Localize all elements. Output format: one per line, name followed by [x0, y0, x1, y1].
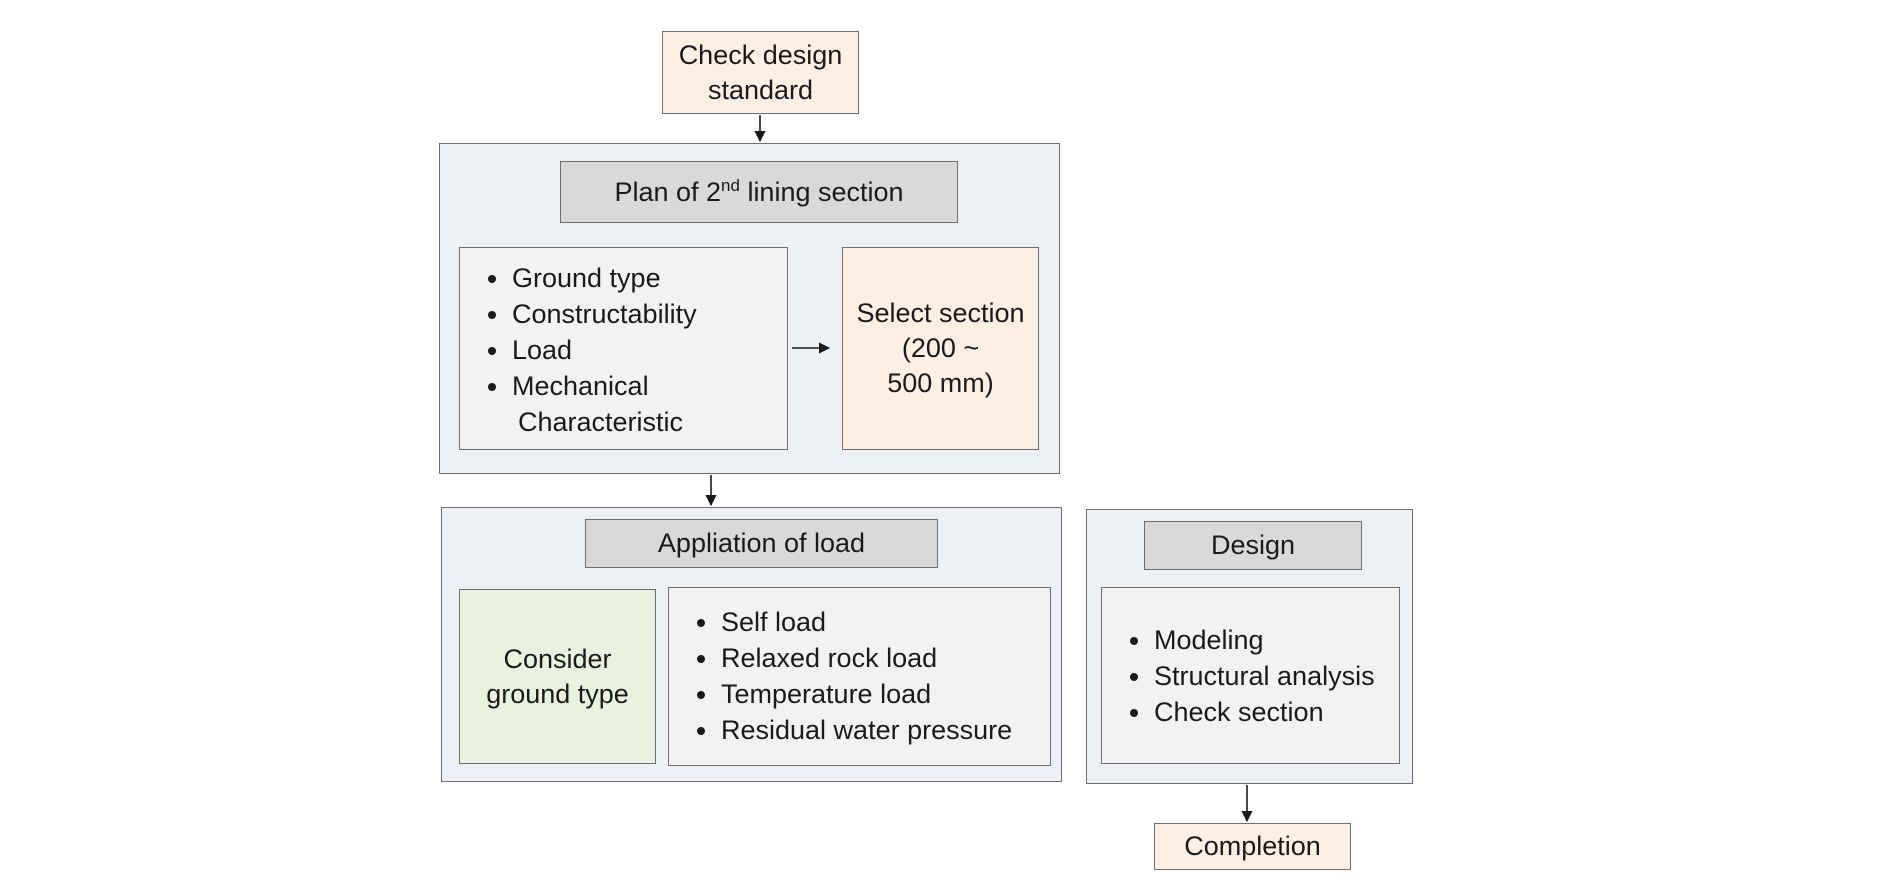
- plan-factor-text: Mechanical: [512, 371, 649, 401]
- plan-factors-box: Ground type Constructability Load Mechan…: [459, 247, 788, 450]
- load-item: Relaxed rock load: [693, 640, 1050, 676]
- consider-ground-box: Consider ground type: [459, 589, 656, 764]
- plan-title-sup: nd: [721, 175, 740, 195]
- design-step-item: Modeling: [1126, 622, 1399, 658]
- design-step-item: Check section: [1126, 694, 1399, 730]
- select-section-line3: 500 mm): [887, 368, 994, 398]
- select-section-line2: (200 ~: [901, 333, 980, 363]
- plan-title: Plan of 2nd lining section: [560, 161, 958, 223]
- load-item: Self load: [693, 604, 1050, 640]
- design-steps-list: Modeling Structural analysis Check secti…: [1126, 622, 1399, 730]
- design-step-item: Structural analysis: [1126, 658, 1399, 694]
- select-section-line1: Select section: [856, 298, 1025, 328]
- plan-factor-continuation: Characteristic: [518, 407, 684, 437]
- plan-title-suffix: lining section: [739, 176, 904, 207]
- plan-factor-item: Ground type: [484, 260, 787, 296]
- check-design-standard-box: Check design standard: [662, 31, 859, 114]
- plan-factors-list: Ground type Constructability Load Mechan…: [484, 260, 787, 440]
- completion-box: Completion: [1154, 823, 1351, 870]
- application-title: Appliation of load: [585, 519, 938, 568]
- loads-list: Self load Relaxed rock load Temperature …: [693, 604, 1050, 748]
- load-item: Temperature load: [693, 676, 1050, 712]
- check-design-line1: Check design: [678, 39, 843, 70]
- design-title: Design: [1144, 521, 1362, 570]
- application-title-text: Appliation of load: [657, 528, 866, 558]
- select-section-box: Select section (200 ~ 500 mm): [842, 247, 1039, 450]
- design-steps-box: Modeling Structural analysis Check secti…: [1101, 587, 1400, 764]
- consider-ground-line1: Consider: [503, 643, 612, 674]
- completion-label: Completion: [1184, 831, 1321, 861]
- consider-ground-line2: ground type: [486, 678, 629, 709]
- check-design-line2: standard: [707, 74, 814, 105]
- design-title-text: Design: [1210, 530, 1296, 560]
- plan-factor-item: Load: [484, 332, 787, 368]
- load-item: Residual water pressure: [693, 712, 1050, 748]
- loads-box: Self load Relaxed rock load Temperature …: [668, 587, 1051, 766]
- plan-factor-item: Constructability: [484, 296, 787, 332]
- plan-title-prefix: Plan of 2: [614, 176, 722, 207]
